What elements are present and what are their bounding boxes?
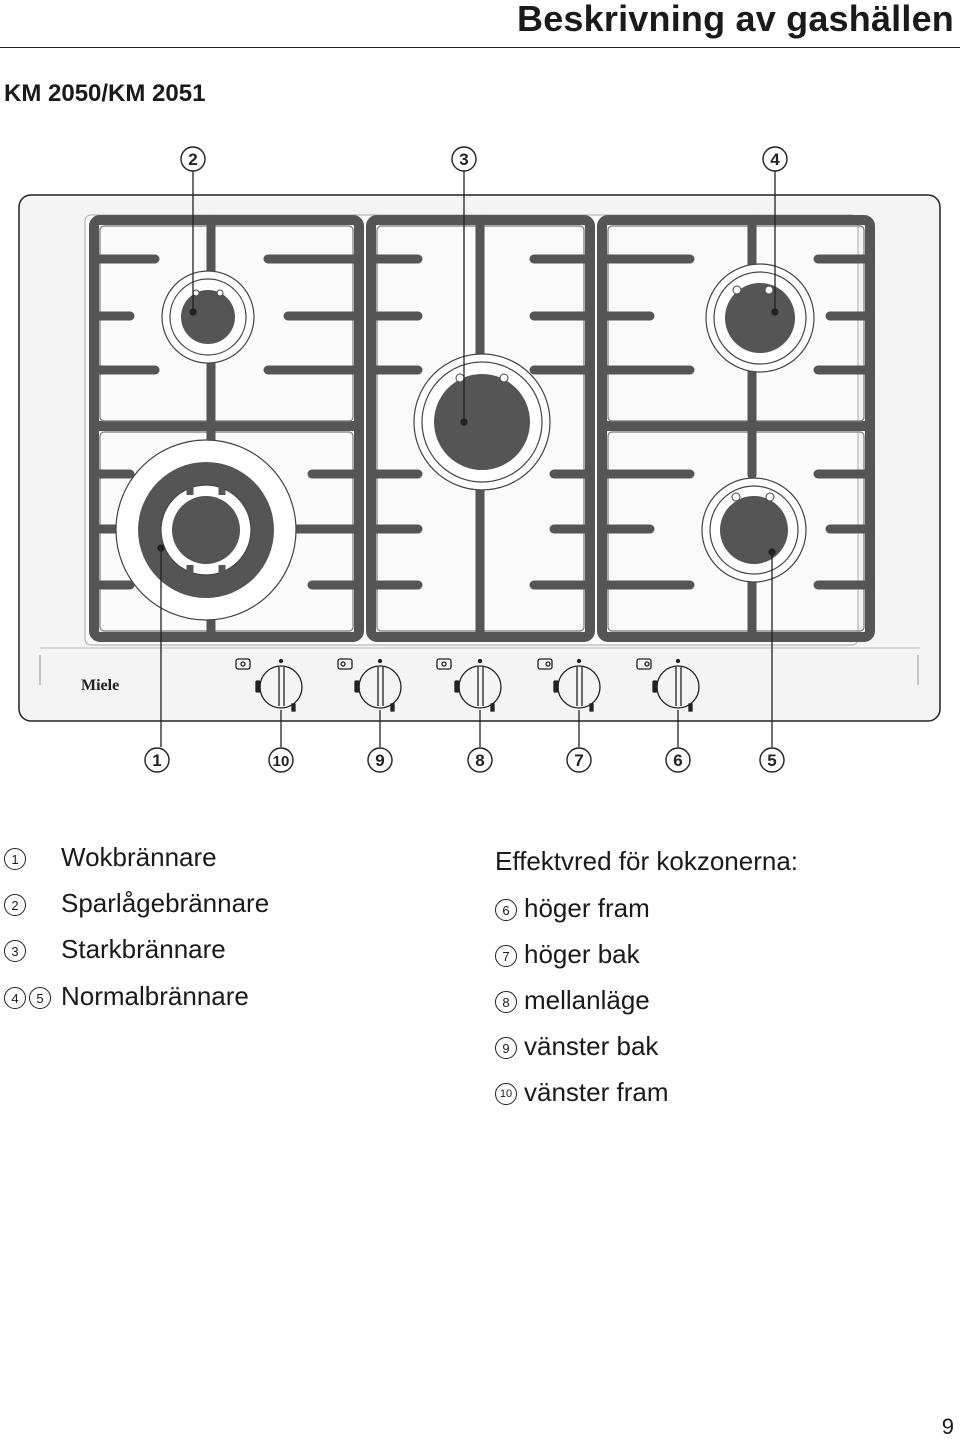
legend-marker: 10: [495, 1083, 517, 1105]
title-rule: [0, 47, 960, 48]
top-callouts: 2 3 4: [180, 146, 788, 172]
callout-9: 9: [375, 751, 384, 770]
legend-text: Starkbrännare: [61, 934, 226, 964]
legend-text: Normalbrännare: [61, 981, 249, 1011]
callout-8: 8: [475, 751, 484, 770]
knob-9: [337, 658, 402, 712]
control-knobs: [235, 658, 700, 712]
legend-text: Sparlågebrännare: [61, 888, 270, 918]
page-number: 9: [941, 1414, 954, 1439]
legend-text: Wokbrännare: [61, 842, 217, 872]
legend-text: höger bak: [524, 939, 640, 969]
legend-marker: 8: [495, 991, 517, 1013]
knob-7: [537, 658, 601, 712]
callout-5: 5: [767, 751, 776, 770]
legend-marker: 2: [4, 894, 26, 916]
burner-normal-back: [705, 263, 815, 373]
brand-logo: Miele: [81, 677, 119, 694]
callout-leaders: [157, 170, 779, 747]
legend-marker: 1: [4, 848, 26, 870]
callout-1: 1: [152, 751, 161, 770]
page-title: Beskrivning av gashällen: [517, 0, 954, 39]
callout-10: 10: [273, 753, 290, 770]
legend-marker: 3: [4, 940, 26, 962]
callout-4: 4: [770, 150, 780, 169]
model-heading: KM 2050/KM 2051: [4, 80, 206, 107]
knob-6: [636, 658, 700, 712]
legend-marker: 6: [495, 899, 517, 921]
hob-figure: Miele 2 3 4 1 10: [18, 146, 941, 773]
legend-marker: 4: [4, 987, 26, 1009]
callout-2: 2: [188, 150, 197, 169]
burner-normal-front: [701, 477, 807, 583]
burner-stark: [413, 353, 551, 491]
bottom-callouts: 1 10 9 8 7 6 5: [144, 747, 785, 773]
callout-3: 3: [459, 150, 468, 169]
legend-heading: Effektvred för kokzonerna:: [495, 846, 799, 876]
legend-text: mellanläge: [524, 985, 650, 1015]
burner-wok: [115, 439, 297, 621]
legend-marker: 5: [29, 987, 51, 1009]
callout-6: 6: [673, 751, 682, 770]
knob-10: [235, 658, 303, 712]
legend-marker: 7: [495, 945, 517, 967]
knob-8: [436, 658, 502, 712]
callout-7: 7: [574, 751, 583, 770]
legend-text: vänster fram: [524, 1077, 669, 1107]
legend-text: vänster bak: [524, 1031, 659, 1061]
burner-sparlage: [161, 270, 255, 364]
legend-text: höger fram: [524, 893, 650, 923]
legend-marker: 9: [495, 1037, 517, 1059]
